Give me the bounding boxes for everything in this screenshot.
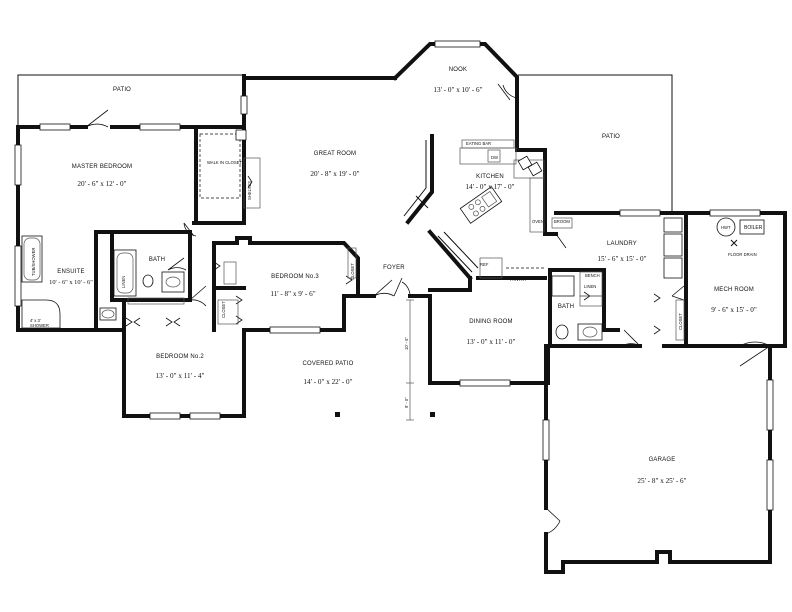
oven-label: OVEN (532, 219, 544, 224)
boiler-label: BOILER (744, 225, 763, 231)
pantry-label: PANTRY (510, 277, 527, 282)
room-name: COVERED PATIO (302, 361, 353, 367)
room-name: GREAT ROOM (314, 151, 356, 157)
room-name: ENSUITE (57, 269, 84, 275)
fixtures (21, 129, 765, 421)
tub-shower-label: TUB/SHOWER (31, 248, 36, 276)
room-dims: 14' - 0" x 22' - 0" (303, 378, 352, 386)
room-name: PATIO (113, 87, 131, 93)
closet-label: CLOSET (350, 263, 355, 280)
hwt-label: HWT (721, 225, 731, 230)
room-mech-room: MECH ROOM 9' - 6" x 15' - 0" (711, 287, 757, 314)
closet-doors (125, 175, 661, 335)
bath-left-label: BATH (149, 257, 165, 263)
linen-label: LINEN (121, 276, 126, 288)
shower-size-label: 4' x 3' (30, 318, 41, 323)
ref-label: REF (480, 262, 489, 267)
eating-bar-label: EATING BAR (466, 141, 491, 146)
linen-label: LINEN (584, 284, 596, 289)
room-labels: PATIO NOOK 13' - 0" x 10' - 6" PATIO MAS… (49, 67, 757, 485)
dw-label: DW (491, 155, 498, 160)
room-dims: 15' - 6" x 15' - 0" (597, 255, 646, 263)
room-patio-east: PATIO (602, 134, 620, 140)
room-nook: NOOK 13' - 0" x 10' - 6" (433, 67, 482, 94)
room-bedroom-2: BEDROOM No.2 13' - 0" x 11' - 4" (156, 354, 205, 380)
room-name: NOOK (449, 67, 467, 73)
room-dims: 25' - 8" x 25' - 6" (637, 477, 686, 485)
foyer-label: FOYER (383, 265, 405, 271)
room-name: GARAGE (649, 457, 676, 463)
room-ensuite: ENSUITE 10' - 6" x 10' - 6" (49, 269, 93, 286)
bench-label: BENCH (585, 273, 600, 278)
room-name: PATIO (602, 134, 620, 140)
room-name: MECH ROOM (714, 287, 754, 293)
room-dims: 20' - 6" x 12' - 0" (77, 180, 126, 188)
room-kitchen: KITCHEN 14' - 0" x 17' - 0" (465, 174, 514, 191)
doors (85, 83, 771, 535)
room-dims: 14' - 0" x 17' - 0" (465, 183, 514, 191)
room-dims: 9' - 6" x 15' - 0" (711, 306, 757, 314)
closet-label: CLOSET (221, 301, 226, 318)
room-patio-west: PATIO (113, 87, 131, 93)
room-name: LAUNDRY (607, 241, 637, 247)
room-master-bedroom: MASTER BEDROOM 20' - 6" x 12' - 0" (72, 164, 132, 188)
room-dims: 13' - 0" x 11' - 4" (156, 372, 205, 380)
room-name: BEDROOM No.2 (156, 354, 204, 360)
walk-in-closet-label: WALK IN CLOSET (207, 160, 242, 165)
broom-label: BROOM (554, 219, 570, 224)
room-name: KITCHEN (476, 174, 504, 180)
room-garage: GARAGE 25' - 8" x 25' - 6" (637, 457, 686, 485)
room-dims: 20' - 8" x 19' - 0" (310, 170, 359, 178)
room-laundry: LAUNDRY 15' - 6" x 15' - 0" (597, 241, 646, 263)
closet-label: CLOSET (678, 313, 683, 330)
minor-labels: BATH BATH FOYER EATING BAR DW WALK IN CL… (30, 141, 763, 408)
room-dims: 13' - 0" x 11' - 0" (467, 338, 516, 346)
room-name: BEDROOM No.3 (271, 274, 319, 280)
shower-label: SHOWER (30, 323, 49, 328)
room-dims: 11' - 8" x 9' - 6" (270, 290, 315, 298)
windows (14, 40, 774, 511)
patio-outlines (17, 74, 673, 212)
room-dims: 10' - 6" x 10' - 6" (49, 279, 93, 286)
room-bedroom-3: BEDROOM No.3 11' - 8" x 9' - 6" (270, 274, 319, 298)
room-name: DINING ROOM (469, 319, 513, 325)
dimension-label: 10' - 6" (404, 336, 409, 350)
floor-drain-label: FLOOR DRAIN (728, 252, 757, 257)
room-name: MASTER BEDROOM (72, 164, 132, 170)
bath-right-label: BATH (558, 304, 574, 310)
room-dining-room: DINING ROOM 13' - 0" x 11' - 0" (467, 319, 516, 346)
closet-label: CLOSET (158, 298, 175, 303)
room-great-room: GREAT ROOM 20' - 8" x 19' - 0" (310, 151, 359, 178)
shelves-label: SHELVES (247, 181, 252, 200)
room-dims: 13' - 0" x 10' - 6" (433, 86, 482, 94)
walls (16, 42, 787, 574)
room-covered-patio: COVERED PATIO 14' - 0" x 22' - 0" (302, 361, 353, 386)
dimension-label: 9' - 0" (404, 397, 409, 408)
